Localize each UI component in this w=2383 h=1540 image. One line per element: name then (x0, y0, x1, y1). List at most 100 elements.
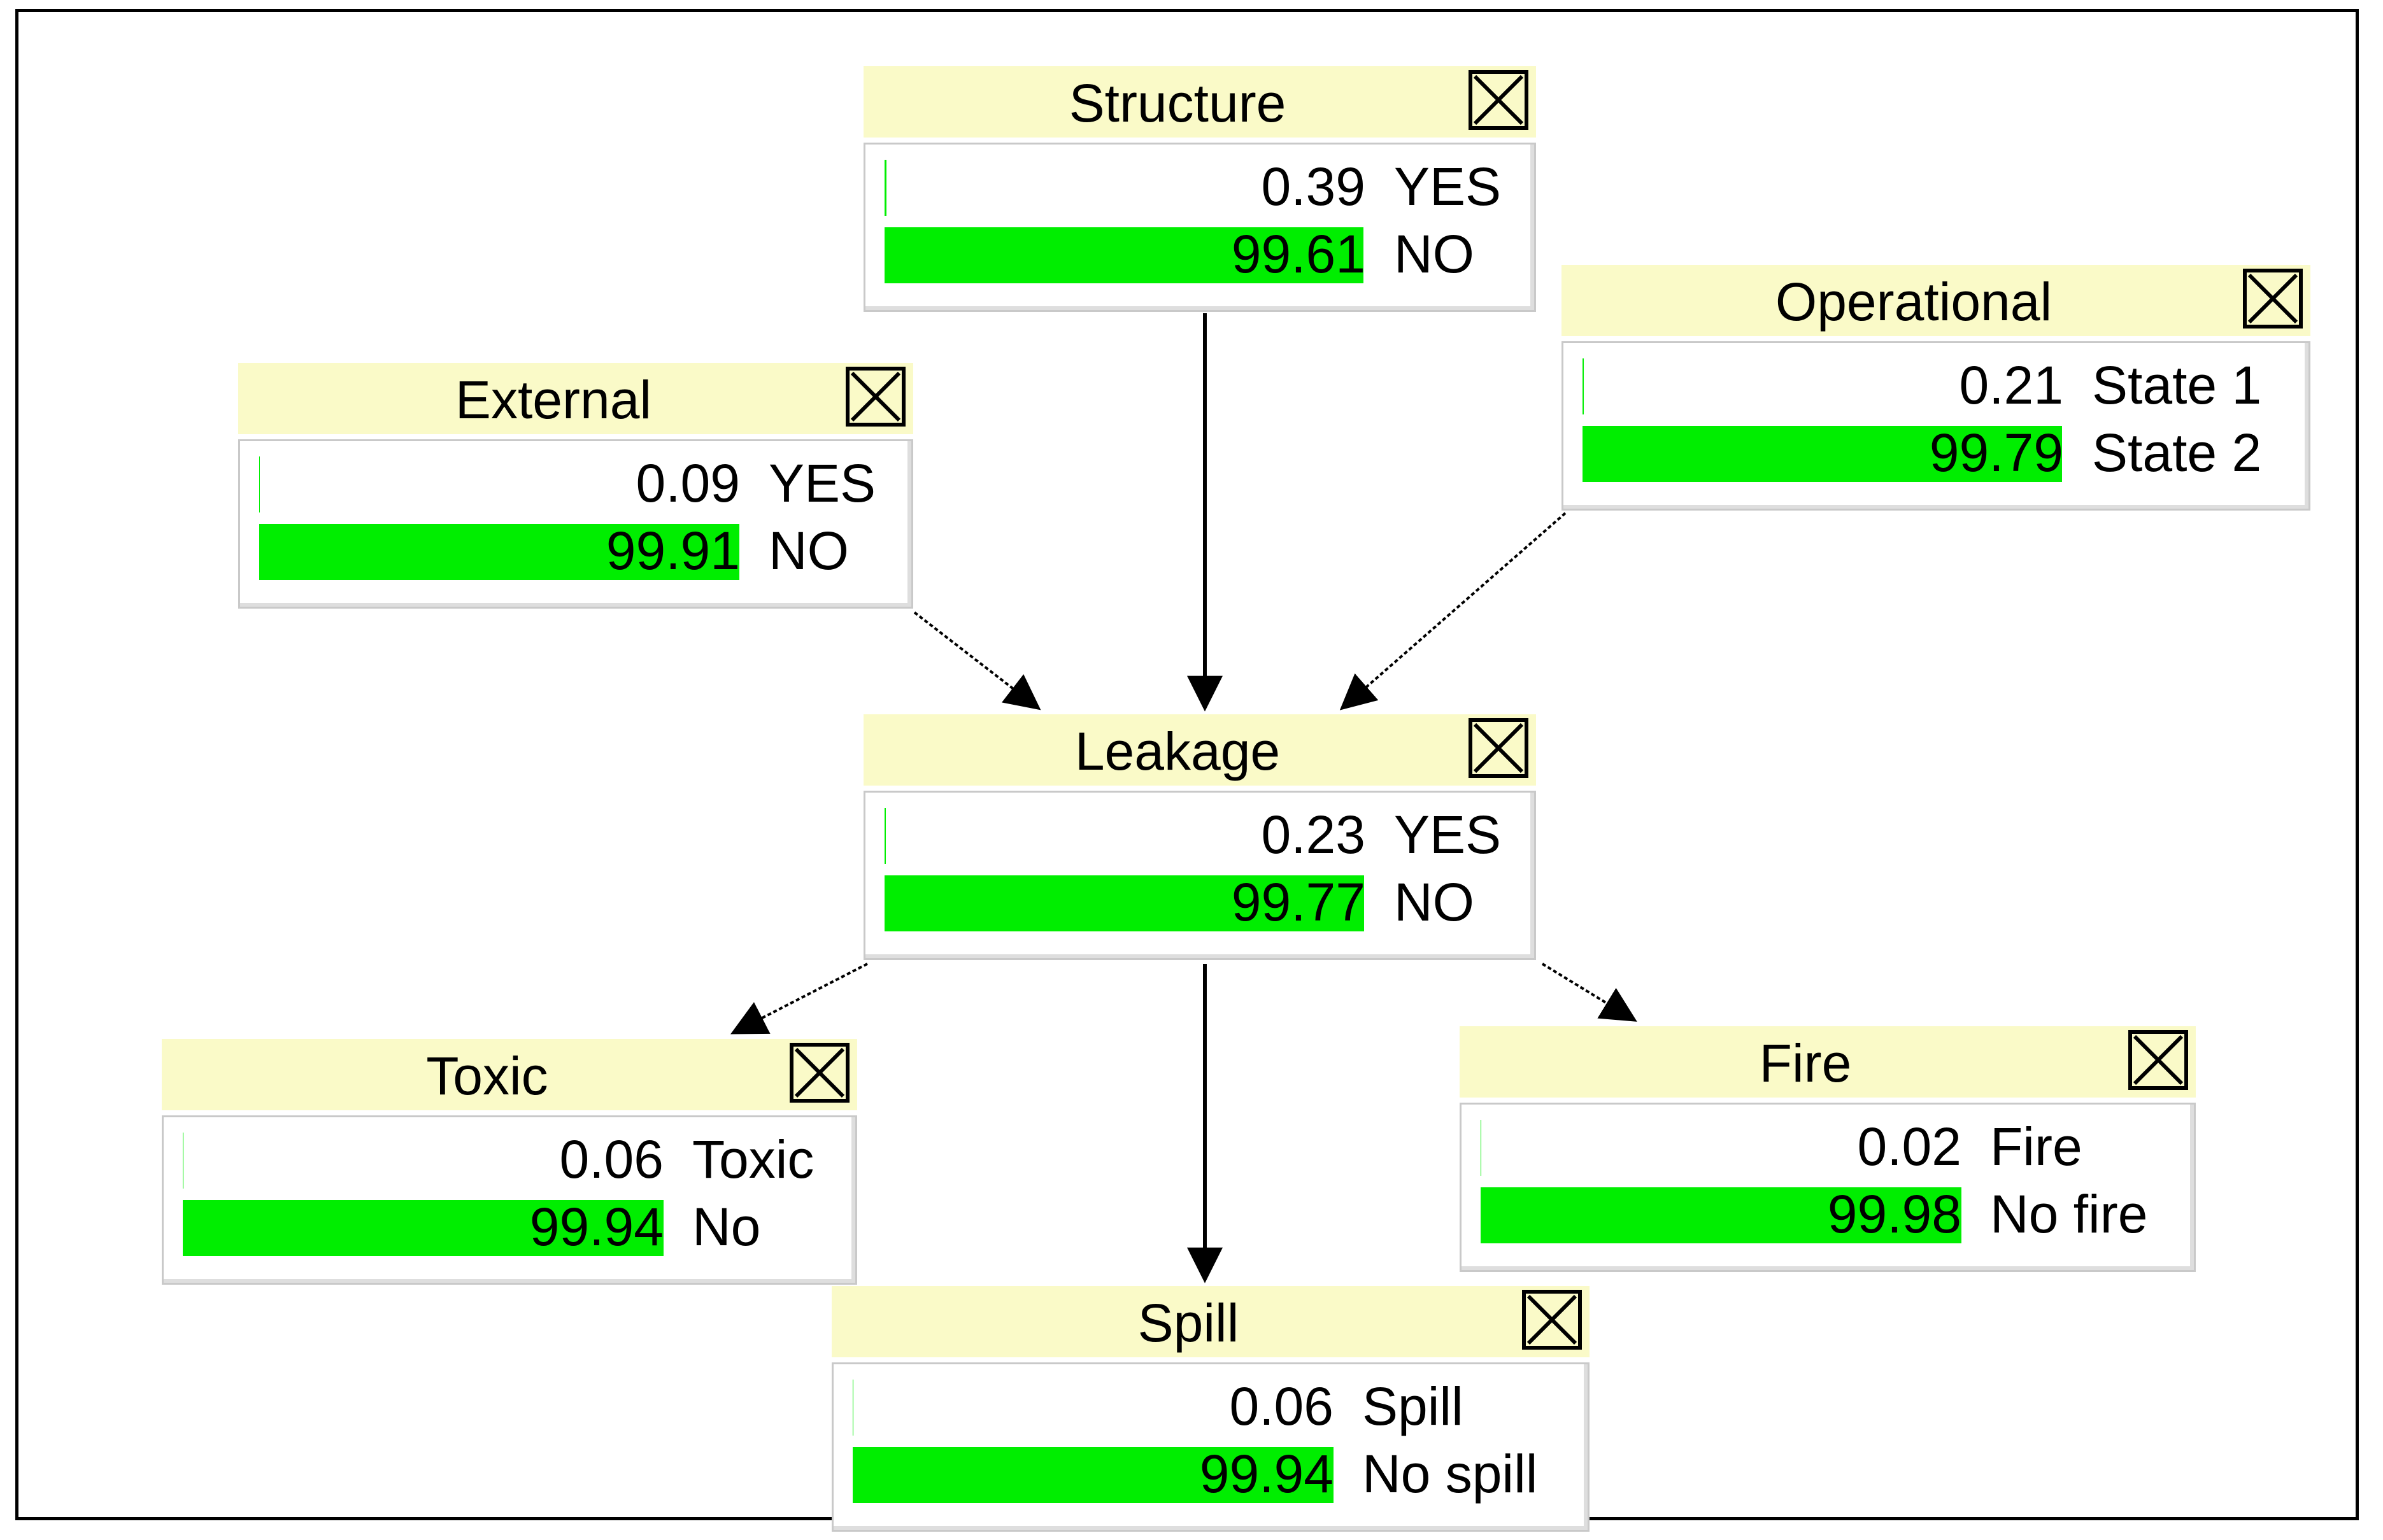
close-icon[interactable] (2243, 269, 2303, 328)
probability-bar (259, 524, 740, 580)
close-icon-glyph (850, 371, 901, 422)
state-probability: 99.77 (1231, 872, 1365, 932)
close-icon-glyph (1526, 1294, 1577, 1345)
probability-bar-track (1481, 1120, 1961, 1176)
state-label: NO (769, 521, 849, 581)
state-probability: 0.09 (636, 453, 741, 513)
node-title-bar[interactable]: Spill (832, 1286, 1590, 1357)
probability-bar (853, 1447, 1334, 1503)
probability-bar (885, 808, 886, 864)
close-icon[interactable] (790, 1043, 850, 1103)
probability-bar-track (885, 808, 1365, 864)
state-row[interactable]: 0.02 Fire (1481, 1116, 2182, 1177)
close-icon[interactable] (1522, 1290, 1582, 1350)
probability-bar (259, 456, 260, 512)
probability-bar-track (885, 227, 1365, 283)
state-probability: 99.94 (1199, 1444, 1334, 1504)
close-icon[interactable] (846, 367, 906, 427)
state-probability: 0.39 (1261, 157, 1366, 216)
node-title: External (455, 370, 652, 430)
state-label: YES (1394, 805, 1502, 865)
probability-bar (1583, 426, 2063, 482)
close-icon[interactable] (1469, 70, 1528, 130)
state-probability: 99.91 (606, 521, 740, 581)
state-probability: 99.61 (1231, 224, 1365, 284)
close-icon-glyph (1473, 74, 1524, 125)
node-title: Toxic (426, 1046, 548, 1106)
probability-bar-track (183, 1200, 664, 1256)
probability-bar-track (183, 1133, 664, 1189)
probability-bar-track (1583, 426, 2063, 482)
node-title-bar[interactable]: Leakage (864, 714, 1536, 786)
probability-bar (1583, 358, 1584, 414)
state-row[interactable]: 99.77 NO (885, 872, 1523, 933)
state-probability: 99.98 (1827, 1184, 1961, 1244)
probability-bar-track (259, 456, 740, 512)
node-title: Spill (1137, 1293, 1239, 1353)
state-probability: 0.21 (1959, 355, 2064, 415)
state-row[interactable]: 99.91 NO (259, 520, 900, 581)
state-probability: 0.06 (559, 1129, 664, 1189)
state-probability: 99.79 (1929, 423, 2063, 483)
node-title: Operational (1775, 272, 2052, 332)
close-icon[interactable] (2128, 1030, 2188, 1090)
node-title-bar[interactable]: Toxic (162, 1039, 857, 1110)
node-states: 0.09 YES 99.91 NO (238, 439, 913, 609)
state-label: Spill (1362, 1376, 1463, 1436)
state-label: Toxic (692, 1129, 814, 1189)
probability-bar-track (259, 524, 740, 580)
state-row[interactable]: 99.61 NO (885, 223, 1523, 285)
node-title-bar[interactable]: Operational (1561, 265, 2310, 336)
node-external[interactable]: External 0.09 YES 99.91 NO (238, 363, 913, 609)
node-title-bar[interactable]: Structure (864, 66, 1536, 138)
state-label: No spill (1362, 1444, 1538, 1504)
probability-bar (885, 227, 1364, 283)
close-icon-glyph (2133, 1035, 2184, 1085)
probability-bar (1481, 1187, 1961, 1243)
state-probability: 0.02 (1857, 1117, 1962, 1176)
state-row[interactable]: 0.06 Toxic (183, 1129, 844, 1190)
probability-bar-track (885, 160, 1365, 216)
probability-bar (183, 1200, 664, 1256)
state-row[interactable]: 99.94 No spill (853, 1443, 1576, 1504)
probability-bar-track (853, 1447, 1334, 1503)
state-label: State 1 (2092, 355, 2262, 415)
state-row[interactable]: 0.21 State 1 (1583, 355, 2297, 416)
state-label: YES (769, 453, 876, 513)
probability-bar-track (885, 875, 1365, 931)
node-title: Leakage (1074, 721, 1281, 781)
state-label: NO (1394, 872, 1474, 932)
edge-operational-to-leakage (1339, 512, 1567, 710)
state-label: Fire (1990, 1117, 2082, 1176)
close-icon[interactable] (1469, 718, 1528, 778)
probability-bar-track (1583, 358, 2063, 414)
state-row[interactable]: 0.09 YES (259, 453, 900, 514)
node-title-bar[interactable]: External (238, 363, 913, 434)
state-probability: 99.94 (529, 1197, 664, 1257)
probability-bar (885, 160, 886, 216)
probability-bar-track (853, 1380, 1334, 1436)
node-title-bar[interactable]: Fire (1460, 1026, 2196, 1098)
probability-bar (885, 875, 1365, 931)
probability-bar-track (1481, 1187, 1961, 1243)
state-label: NO (1394, 224, 1474, 284)
node-title: Structure (1069, 73, 1286, 133)
